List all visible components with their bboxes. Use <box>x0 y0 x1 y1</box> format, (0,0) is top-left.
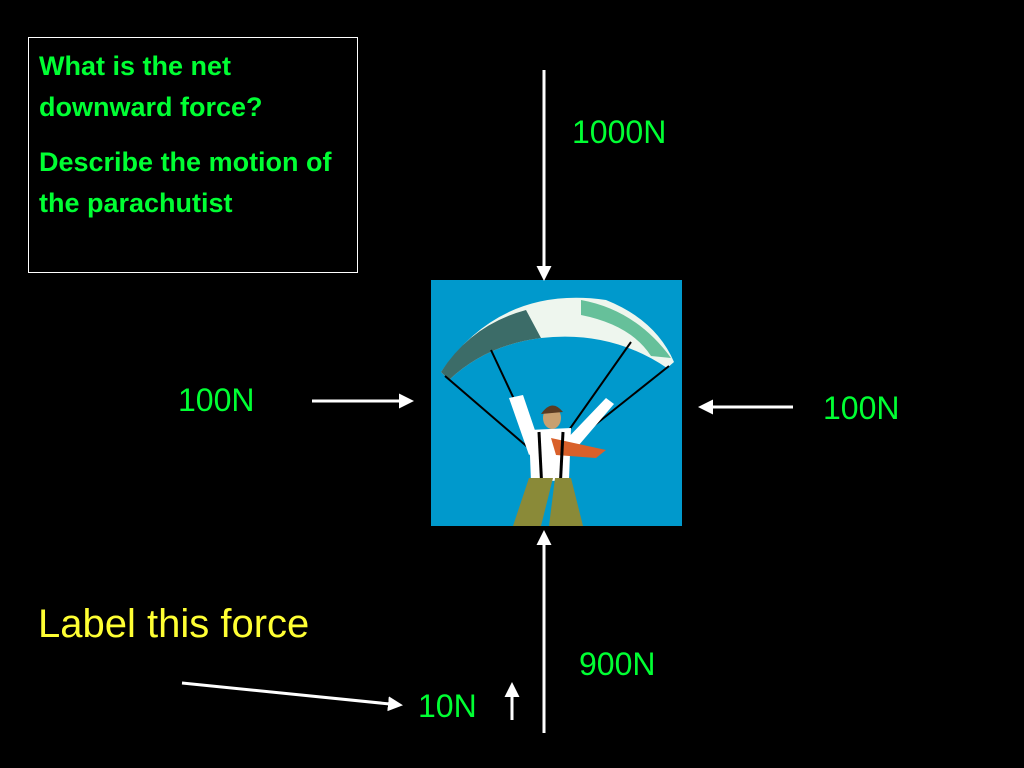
force-label-left: 100N <box>178 382 255 418</box>
question-describe-motion: Describe the motion of the parachutist <box>39 147 332 218</box>
force-label-top: 1000N <box>572 114 667 150</box>
label-prompt: Label this force <box>38 602 310 646</box>
force-label-small: 10N <box>418 688 477 724</box>
parachutist-icon <box>441 297 674 526</box>
parachutist-image <box>431 280 682 526</box>
force-label-right: 100N <box>823 390 900 426</box>
question-box: What is the net downward force? Describe… <box>28 37 358 273</box>
force-label-bottom: 900N <box>579 646 656 682</box>
question-net-force: What is the net downward force? <box>39 51 263 122</box>
pointer-line <box>181 681 403 712</box>
